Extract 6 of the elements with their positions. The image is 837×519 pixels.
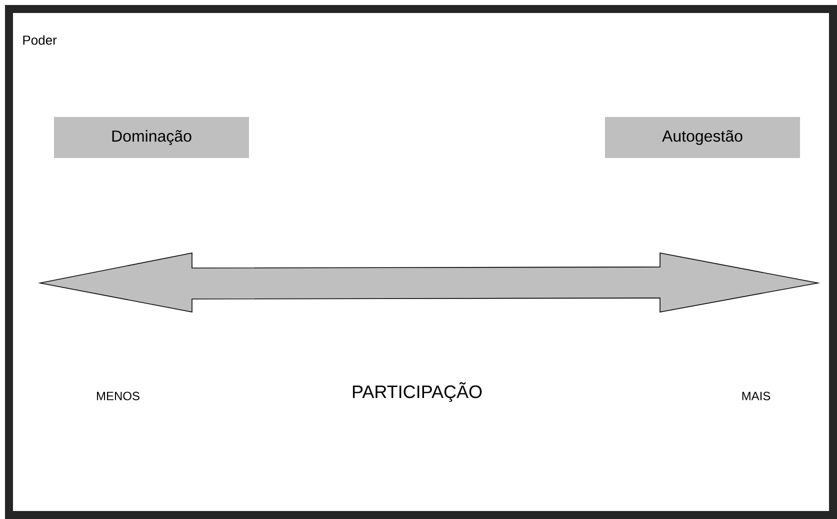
axis-label: PARTICIPAÇÃO: [352, 382, 482, 402]
axis-label: MENOS: [97, 392, 140, 400]
axis-label: MAIS: [742, 392, 770, 400]
label-box: Dominação: [54, 117, 249, 158]
axis-label: Poder: [23, 35, 57, 45]
label-box: Autogestão: [605, 117, 800, 158]
